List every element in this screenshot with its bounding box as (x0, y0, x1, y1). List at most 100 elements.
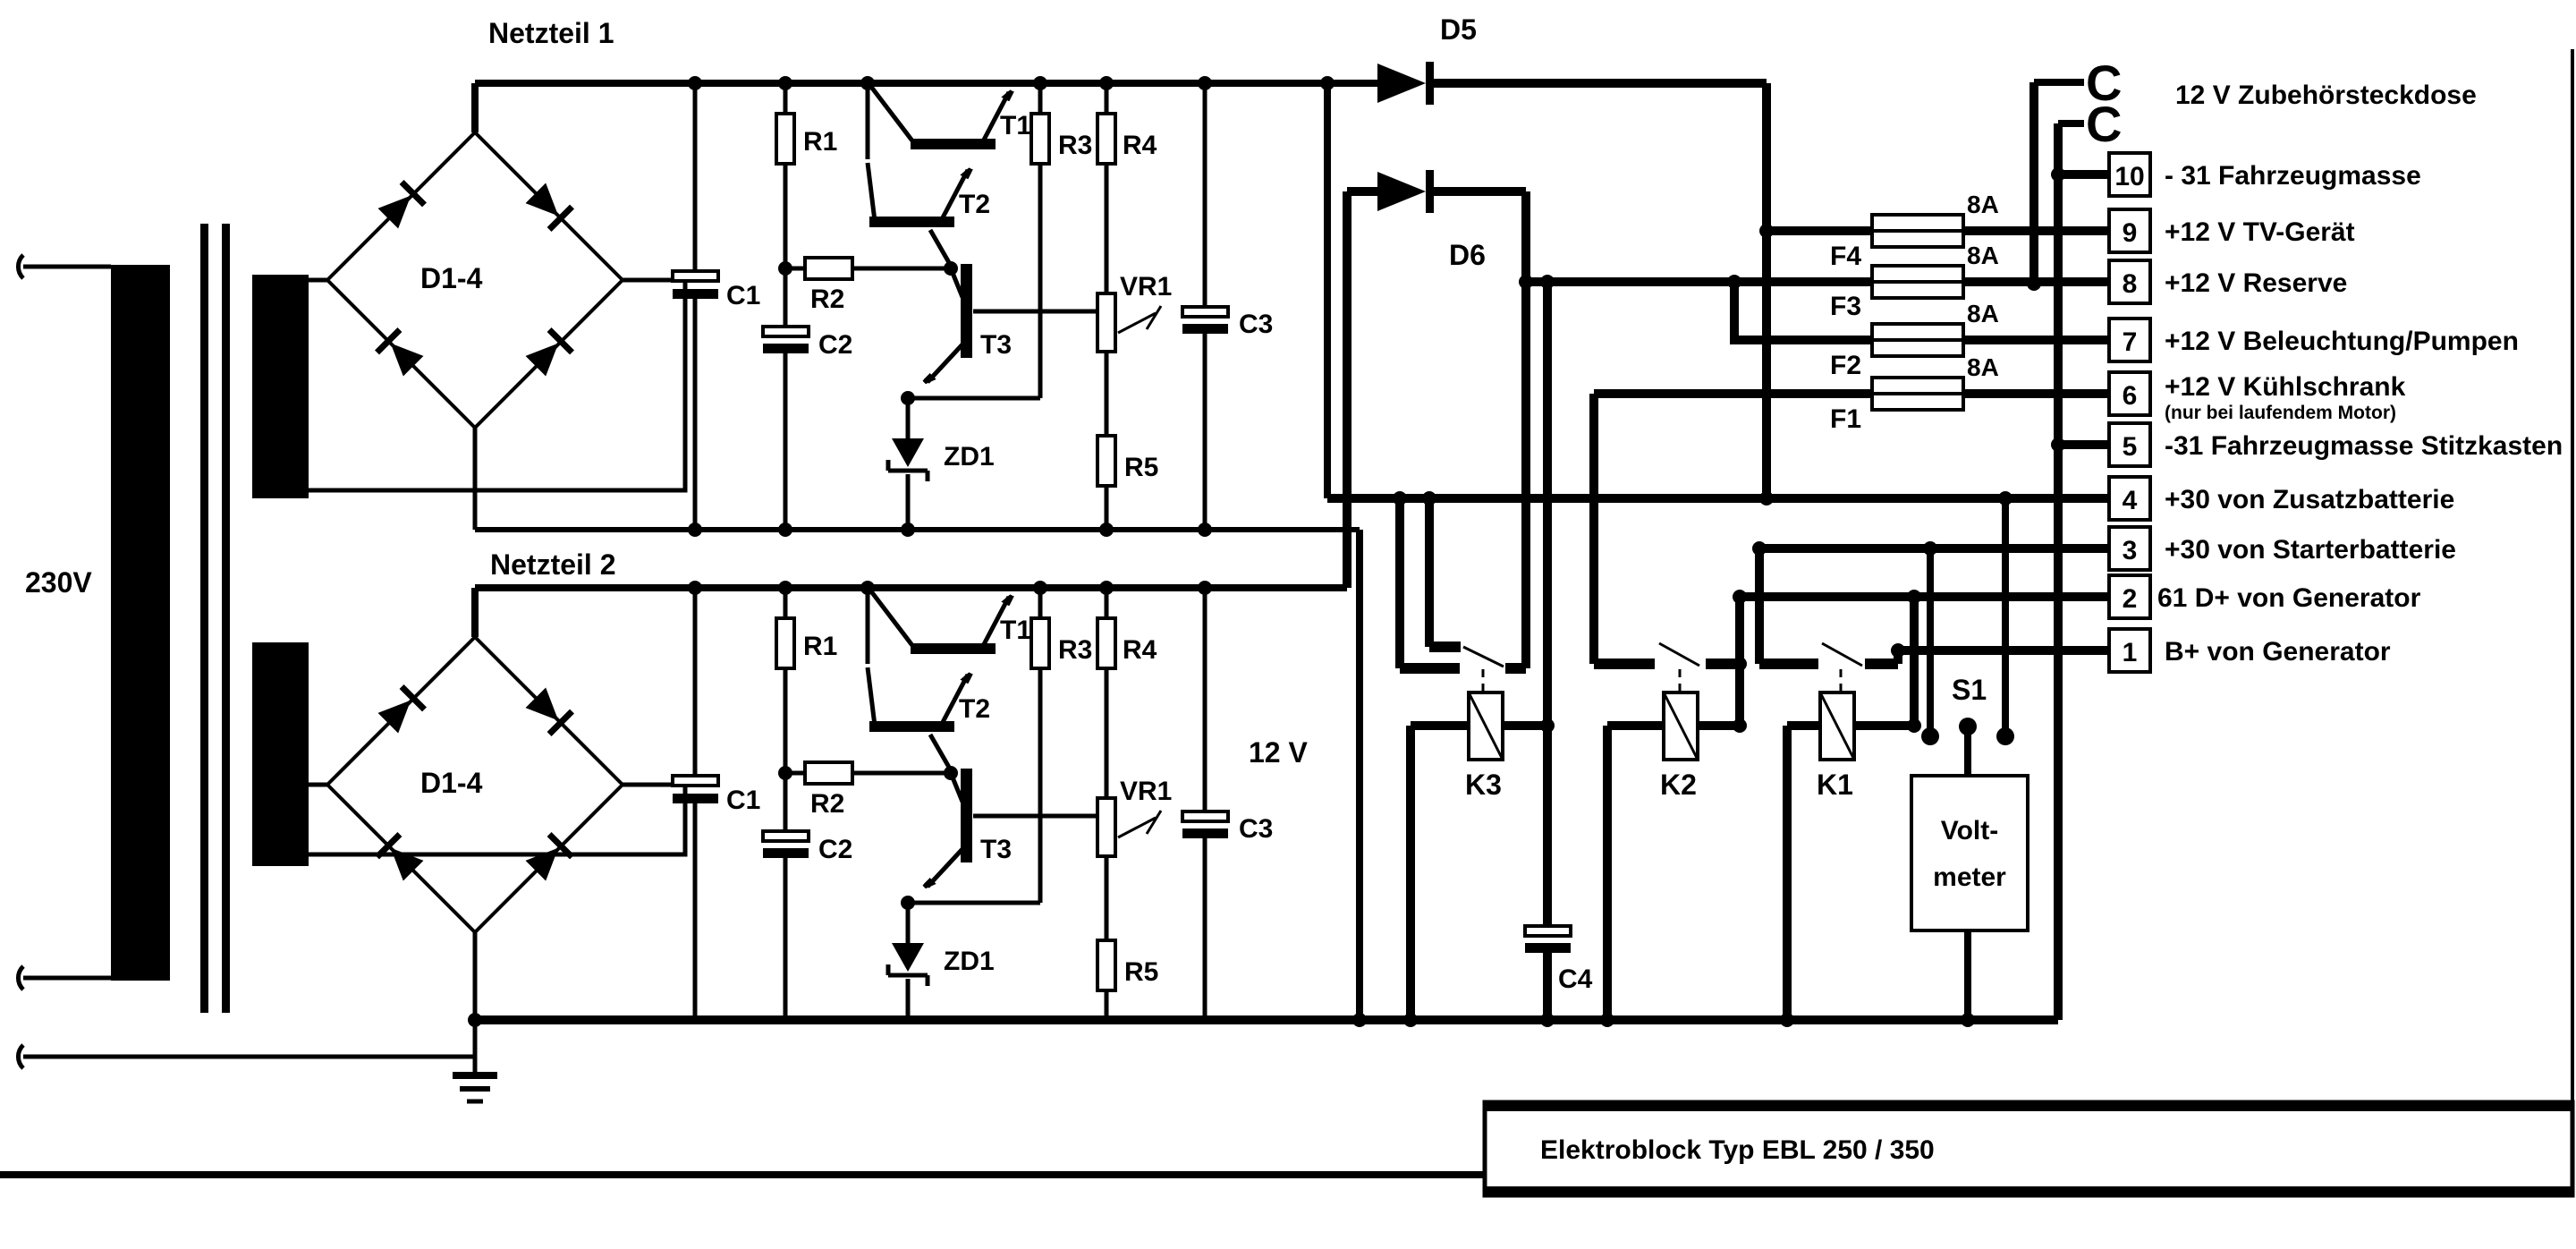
k3-label: K3 (1465, 769, 1502, 801)
terminal-8-number: 8 (2123, 269, 2138, 299)
t3-label: T3 (980, 835, 1012, 864)
transformer-secondary-1 (252, 275, 309, 498)
bridge-1-label: D1-4 (420, 262, 483, 294)
bridge-rectifier-2: D1-4 (309, 588, 688, 1075)
socket-contact-lower: C (2086, 96, 2122, 152)
diode-icon (525, 832, 574, 881)
c1-label: C1 (726, 786, 760, 815)
r4-label: R4 (1123, 131, 1157, 160)
terminal-1-label: B+ von Generator (2165, 637, 2391, 667)
f3-rating: 8A (1967, 242, 1999, 269)
r2-label: R2 (810, 789, 844, 819)
r3-label: R3 (1058, 131, 1092, 160)
c3-label: C3 (1239, 310, 1273, 339)
fuse-f2: F2 8A (1830, 300, 1999, 380)
terminal-6-number: 6 (2123, 381, 2138, 411)
terminal-3-label: +30 von Starterbatterie (2165, 535, 2456, 565)
distribution-wiring (468, 79, 2109, 1027)
fuse-f3: F3 8A (1830, 242, 1999, 321)
f3-label: F3 (1830, 292, 1861, 321)
diode-icon (375, 832, 424, 881)
terminal-7-label: +12 V Beleuchtung/Pumpen (2165, 327, 2519, 356)
t2-label: T2 (959, 190, 990, 219)
c4-label: C4 (1558, 964, 1593, 994)
t2-base-bar (869, 217, 954, 227)
f4-label: F4 (1830, 242, 1861, 271)
diode-icon (525, 687, 574, 736)
terminal-1-number: 1 (2123, 638, 2138, 667)
t1-label: T1 (1000, 616, 1031, 645)
voltmeter-label-line1: Volt- (1941, 816, 1998, 845)
diode-icon (377, 180, 427, 229)
terminal-strip: 10 9 8 7 6 5 4 3 2 1 - 31 Fahrzeugmasse … (2107, 151, 2563, 674)
diode-icon (525, 327, 574, 377)
relay-k3: K3 (1400, 641, 1555, 1020)
terminal-6-note: (nur bei laufendem Motor) (2165, 403, 2396, 423)
voltmeter: Volt- meter (1910, 726, 2029, 1020)
terminal-5-label: -31 Fahrzeugmasse Stitzkasten (2165, 431, 2563, 461)
terminal-3-number: 3 (2123, 536, 2138, 565)
terminal-9-label: +12 V TV-Gerät (2165, 217, 2355, 247)
nt2-components: C1 R1 R2 C2 T1 T2 T3 R3 R4 VR1 R5 (671, 581, 1273, 1020)
terminal-4-number: 4 (2123, 486, 2138, 515)
diode-d6: D6 (1343, 170, 1526, 588)
terminal-7-number: 7 (2123, 327, 2138, 357)
relay-k1: K1 (1759, 641, 1921, 1020)
title-box: Elektroblock Typ EBL 250 / 350 (1482, 1100, 2575, 1198)
zener-diode-icon (892, 438, 924, 467)
r5-label: R5 (1124, 957, 1158, 987)
c2-label: C2 (818, 835, 852, 864)
f2-label: F2 (1830, 351, 1861, 380)
fuse-f4: F4 8A (1830, 191, 1999, 271)
diode-icon (525, 183, 574, 232)
terminal-9-number: 9 (2123, 218, 2138, 248)
output-voltage-label: 12 V (1249, 736, 1308, 769)
c1-label: C1 (726, 281, 760, 310)
d6-label: D6 (1449, 239, 1486, 271)
f4-rating: 8A (1967, 191, 1999, 218)
f2-rating: 8A (1967, 300, 1999, 327)
r2-label: R2 (810, 285, 844, 314)
transformer-secondary-2 (252, 642, 309, 866)
terminal-8-label: +12 V Reserve (2165, 268, 2347, 298)
f1-label: F1 (1830, 404, 1861, 434)
transformer-primary-winding (111, 265, 170, 981)
transformer-core (200, 224, 208, 1013)
vr1-label: VR1 (1120, 272, 1172, 302)
socket-contact-upper: C (2086, 55, 2122, 111)
bridge-rectifier-1: D1-4 (309, 83, 688, 530)
relay-k2: K2 (1594, 641, 1747, 1020)
terminal-10-label: - 31 Fahrzeugmasse (2165, 161, 2421, 191)
t1-label: T1 (1000, 111, 1031, 140)
voltmeter-label-line2: meter (1933, 862, 2006, 892)
terminal-5-number: 5 (2123, 432, 2138, 462)
terminal-6-label: +12 V Kühlschrank (2165, 372, 2406, 402)
section-2-title: Netzteil 2 (490, 548, 615, 581)
fuse-f1: F1 8A (1830, 353, 1999, 434)
t3-label: T3 (980, 330, 1012, 360)
socket-header: 12 V Zubehörsteckdose (2175, 81, 2477, 110)
transformer-core (222, 224, 230, 1013)
switch-s1: S1 (1921, 674, 2014, 745)
t3-base-bar (961, 264, 972, 358)
c2-label: C2 (818, 330, 852, 360)
zd1-label: ZD1 (944, 947, 995, 976)
r1-label: R1 (803, 127, 837, 157)
c3-label: C3 (1239, 814, 1273, 844)
t1-base-bar (911, 139, 996, 149)
ac-input-terminals (16, 253, 475, 1070)
accessory-socket: C C 12 V Zubehörsteckdose (2086, 55, 2477, 152)
transformer (111, 224, 309, 1013)
terminal-10-number: 10 (2114, 162, 2144, 191)
f1-rating: 8A (1967, 353, 1999, 381)
k2-label: K2 (1660, 769, 1697, 801)
capacitor-c4: C4 (1523, 924, 1593, 1020)
k1-label: K1 (1817, 769, 1853, 801)
schematic-title: Elektroblock Typ EBL 250 / 350 (1540, 1135, 1935, 1165)
t2-label: T2 (959, 694, 990, 724)
diode-icon (377, 684, 427, 734)
r4-label: R4 (1123, 635, 1157, 665)
d5-label: D5 (1440, 13, 1477, 46)
